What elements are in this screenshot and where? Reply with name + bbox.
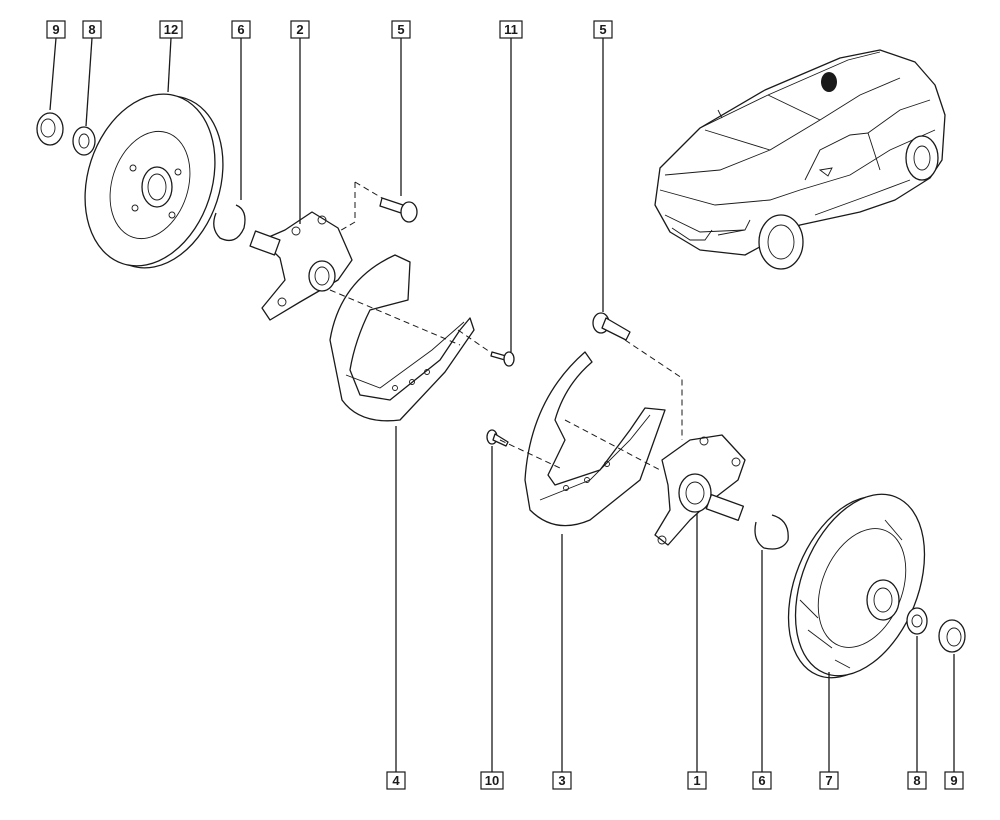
label-2-top: 2 — [290, 20, 310, 39]
brake-disc-right — [787, 493, 926, 679]
alignment-lines — [329, 181, 683, 471]
label-9-bottom: 9 — [944, 771, 964, 790]
car-illustration — [654, 49, 946, 270]
bolt-right — [592, 312, 631, 341]
label-1-bottom-text: 1 — [693, 773, 700, 788]
label-5-top-left: 5 — [391, 20, 411, 39]
leader-lines — [49, 37, 955, 772]
label-10-bottom-text: 10 — [485, 773, 499, 788]
label-3-bottom-text: 3 — [558, 773, 565, 788]
label-6-top: 6 — [231, 20, 251, 39]
label-5-top-right-text: 5 — [599, 22, 606, 37]
label-7-bottom: 7 — [819, 771, 839, 790]
label-12-top: 12 — [159, 20, 183, 39]
stub-axle-right — [654, 434, 746, 546]
roof-marker — [821, 72, 837, 92]
washer-right — [906, 607, 928, 635]
label-6-bottom-text: 6 — [758, 773, 765, 788]
label-8-bottom-text: 8 — [913, 773, 920, 788]
label-6-top-text: 6 — [237, 22, 244, 37]
label-5-top-left-text: 5 — [397, 22, 404, 37]
label-3-bottom: 3 — [552, 771, 572, 790]
hub-cap-right — [938, 619, 966, 653]
washer-left — [72, 126, 96, 156]
label-9-top: 9 — [46, 20, 66, 39]
label-8-top: 8 — [82, 20, 102, 39]
backing-plate-right — [524, 351, 666, 527]
label-2-top-text: 2 — [296, 22, 303, 37]
label-8-top-text: 8 — [88, 22, 95, 37]
label-5-top-right: 5 — [593, 20, 613, 39]
bolt-left — [379, 197, 418, 223]
backing-plate-left — [329, 254, 475, 422]
rear-wheel — [905, 135, 939, 181]
label-8-bottom: 8 — [907, 771, 927, 790]
label-1-bottom: 1 — [687, 771, 707, 790]
brake-disc-left — [84, 93, 224, 269]
label-4-bottom: 4 — [386, 771, 406, 790]
front-wheel — [758, 214, 804, 270]
screw-11 — [490, 351, 515, 367]
stub-axle-left — [249, 211, 353, 321]
circlip-left — [213, 204, 246, 242]
label-4-bottom-text: 4 — [392, 773, 400, 788]
label-12-top-text: 12 — [164, 22, 178, 37]
label-7-bottom-text: 7 — [825, 773, 832, 788]
hub-cap-left — [36, 112, 64, 146]
label-6-bottom: 6 — [752, 771, 772, 790]
label-9-bottom-text: 9 — [950, 773, 957, 788]
label-10-bottom: 10 — [480, 771, 504, 790]
circlip-right — [754, 514, 789, 550]
screw-10 — [486, 429, 509, 447]
label-11-top: 11 — [499, 20, 523, 39]
label-11-top-text: 11 — [504, 22, 518, 37]
label-9-top-text: 9 — [52, 22, 59, 37]
